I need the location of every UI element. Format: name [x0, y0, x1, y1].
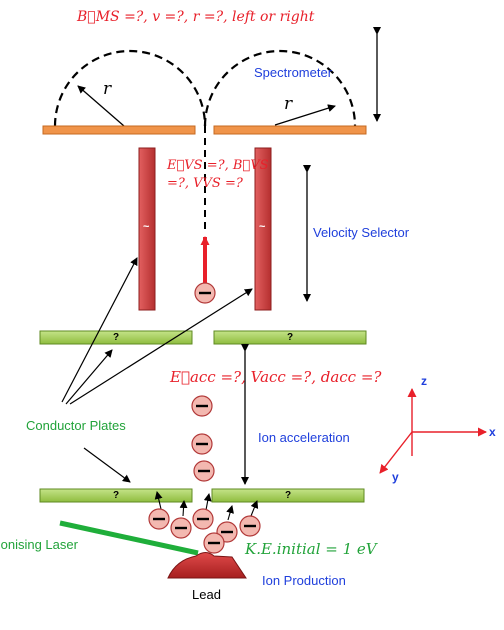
acc-plate-top-right — [213, 330, 367, 345]
lead-target — [167, 552, 247, 579]
x-axis-label: x — [489, 425, 496, 439]
right-radius-arrow — [274, 104, 336, 126]
velocity-selector-equation-line1: E⃗VS =?, B⃗VS — [167, 158, 269, 173]
emission-arrow — [154, 491, 163, 510]
acc-plate-top-left-mark: ? — [113, 332, 120, 343]
acc-plate-top-left — [39, 330, 193, 345]
acceleration-equation: E⃗acc =?, Vacc =?, dacc =? — [170, 368, 382, 386]
initial-kinetic-energy: K.E.initial = 1 eV — [245, 540, 377, 558]
ion-acceleration-label: Ion acceleration — [258, 430, 350, 445]
pointer-to-acc-bottom-plate — [83, 447, 131, 483]
selector-plate-left-mark: ~ — [143, 221, 150, 233]
selector-plate-left — [138, 147, 156, 311]
spectrometer-label: Spectrometer — [254, 65, 333, 80]
pointer-to-selector-left — [61, 257, 138, 403]
lead-label: Lead — [192, 587, 221, 602]
y-axis-label: y — [392, 470, 399, 484]
emission-arrow — [203, 493, 212, 511]
acc-plate-top-right-mark: ? — [287, 332, 294, 343]
ionising-laser-beam — [59, 520, 199, 556]
ion-production-label: Ion Production — [262, 573, 346, 588]
ion — [192, 508, 214, 530]
emission-arrow — [250, 500, 259, 517]
spectrometer-equation: B⃗MS =?, v =?, r =?, left or right — [77, 9, 315, 25]
ion — [239, 515, 261, 537]
acc-plate-bottom-left-mark: ? — [113, 490, 120, 501]
ion — [170, 517, 192, 539]
ion — [191, 395, 213, 417]
conductor-plates-label: Conductor Plates — [26, 418, 126, 433]
left-radius-label: r — [103, 79, 112, 99]
ion — [203, 532, 225, 554]
pointer-to-acc-top-plate — [65, 349, 113, 405]
acc-plate-bottom-left — [39, 488, 193, 503]
left-trajectory-arc — [53, 49, 207, 127]
emission-arrow — [179, 500, 188, 517]
right-radius-label: r — [284, 94, 293, 114]
z-axis-label: z — [421, 374, 427, 388]
selector-plate-right-mark: ~ — [259, 221, 266, 233]
spectrometer-plate-right — [213, 125, 367, 135]
ion — [193, 460, 215, 482]
ion — [191, 433, 213, 455]
acc-plate-bottom-right — [211, 488, 365, 503]
emission-arrow — [226, 505, 234, 521]
ionising-laser-label: Ionising Laser — [0, 537, 78, 552]
ion — [148, 508, 170, 530]
right-trajectory-arc — [203, 49, 357, 127]
selector-plate-right — [254, 147, 272, 311]
spectrometer-plate-left — [42, 125, 196, 135]
ion — [194, 282, 216, 304]
acc-plate-bottom-right-mark: ? — [285, 490, 292, 501]
pointer-to-selector-right — [69, 288, 253, 405]
y-axis-arrow — [379, 431, 413, 474]
velocity-selector-label: Velocity Selector — [313, 225, 410, 240]
velocity-selector-equation-line2: =?, VVS =? — [167, 176, 243, 191]
left-radius-arrow — [77, 85, 125, 127]
